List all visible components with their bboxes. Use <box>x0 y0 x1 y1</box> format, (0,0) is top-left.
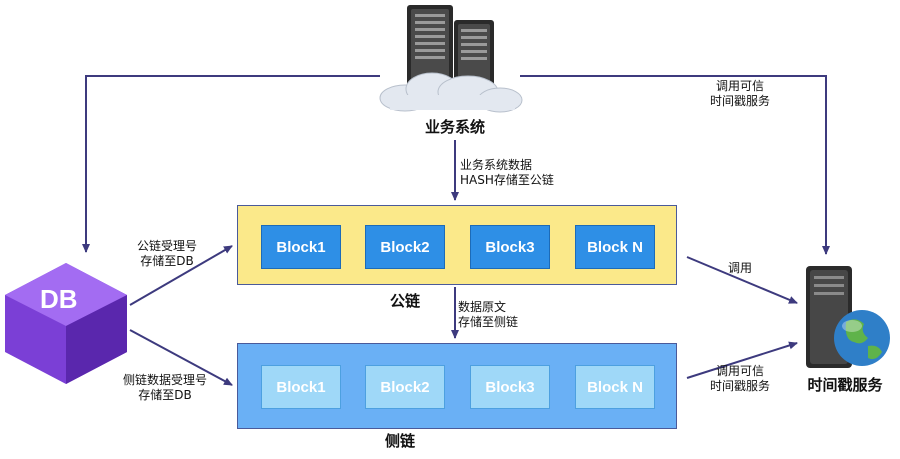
public-chain-container: Block1 Block2 Block3 Block N <box>237 205 677 285</box>
edge-label-call-trusted-timestamp-bottom: 调用可信 时间戳服务 <box>709 364 770 393</box>
server-globe-icon <box>806 266 890 368</box>
edge-label-side-receipt: 侧链数据受理号 存储至DB <box>122 373 207 402</box>
db-label: DB <box>40 284 78 314</box>
server-cloud-icon <box>379 5 523 113</box>
arrow-side-chain-to-timestamp <box>686 341 798 379</box>
side-chain-container: Block1 Block2 Block3 Block N <box>237 343 677 429</box>
public-block-1: Block1 <box>261 225 341 269</box>
public-block-3: Block3 <box>470 225 550 269</box>
arrow-db-to-public-chain <box>129 245 233 306</box>
side-block-n: Block N <box>575 365 655 409</box>
database-cube-icon <box>5 263 127 384</box>
edge-label-call-trusted-timestamp-top: 调用可信 时间戳服务 <box>709 79 770 108</box>
side-chain-title: 侧链 <box>384 432 415 450</box>
edge-label-raw-data-side: 数据原文 存储至侧链 <box>458 300 519 329</box>
edge-label-business-hash: 业务系统数据 HASH存储至公链 <box>460 158 554 187</box>
timestamp-service-title: 时间戳服务 <box>807 376 883 394</box>
public-block-2: Block2 <box>365 225 445 269</box>
side-block-2: Block2 <box>365 365 445 409</box>
arrow-db-to-side-chain <box>129 329 233 386</box>
public-chain-title: 公链 <box>389 292 420 310</box>
business-system-title: 业务系统 <box>424 118 485 136</box>
arrow-business-to-db <box>82 75 380 253</box>
edge-label-public-receipt: 公链受理号 存储至DB <box>136 239 197 268</box>
arrow-public-chain-to-timestamp <box>686 256 798 304</box>
public-block-n: Block N <box>575 225 655 269</box>
side-block-3: Block3 <box>470 365 550 409</box>
edge-label-call: 调用 <box>727 261 752 275</box>
arrow-business-to-timestamp <box>520 75 830 255</box>
side-block-1: Block1 <box>261 365 341 409</box>
